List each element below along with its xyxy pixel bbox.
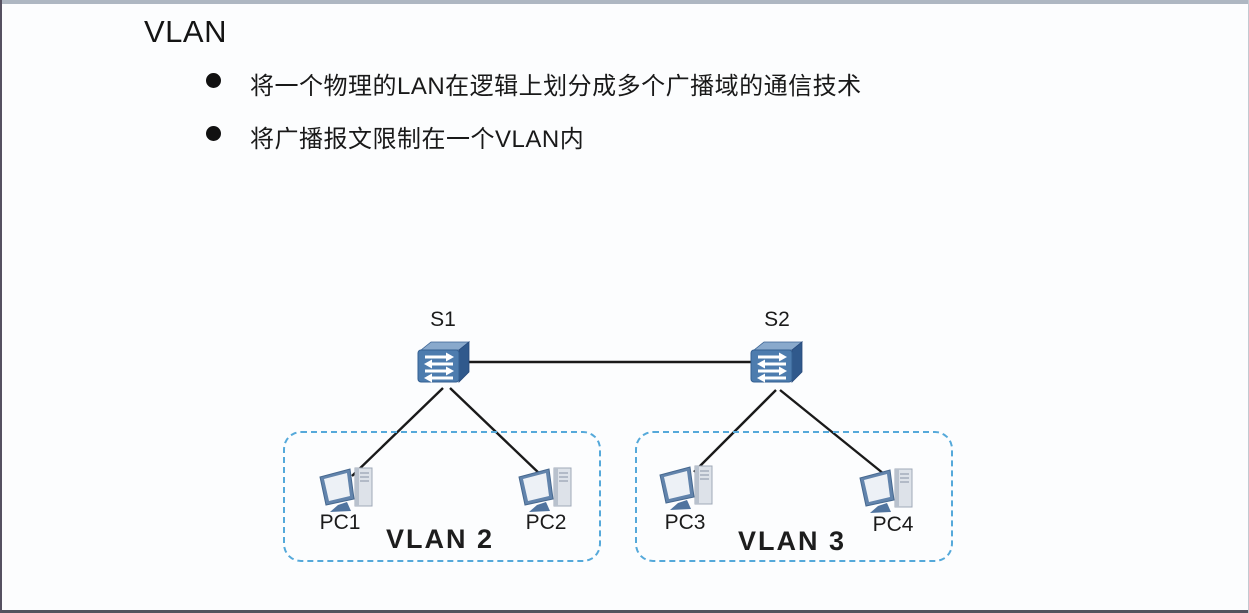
bullet-dot-icon bbox=[206, 73, 221, 88]
bullet-text: 将一个物理的LAN在逻辑上划分成多个广播域的通信技术 bbox=[250, 73, 862, 100]
vlan2-boundary bbox=[283, 431, 601, 562]
pc-icon bbox=[319, 467, 373, 512]
switch-s1-label: S1 bbox=[430, 308, 456, 331]
switch-s2-label: S2 bbox=[764, 308, 790, 331]
pc4-label: PC4 bbox=[872, 513, 914, 536]
bottom-border-strip bbox=[0, 610, 1249, 613]
pc-icon bbox=[518, 467, 572, 512]
vlan2-label: VLAN 2 bbox=[385, 524, 495, 554]
page-title: VLAN bbox=[144, 14, 227, 49]
switch-icon bbox=[750, 341, 804, 383]
left-border-strip bbox=[0, 0, 2, 613]
pc3-label: PC3 bbox=[664, 511, 706, 534]
bullet-item: 将广播报文限制在一个VLAN内 bbox=[206, 119, 584, 154]
bullet-dot-icon bbox=[206, 126, 221, 141]
vlan3-label: VLAN 3 bbox=[737, 526, 847, 556]
bullet-text: 将广播报文限制在一个VLAN内 bbox=[250, 126, 585, 153]
pc-icon bbox=[859, 468, 913, 513]
pc-icon bbox=[659, 465, 713, 510]
switch-icon bbox=[417, 341, 471, 383]
bullet-item: 将一个物理的LAN在逻辑上划分成多个广播域的通信技术 bbox=[206, 66, 862, 101]
vlan3-boundary bbox=[635, 431, 953, 562]
pc1-label: PC1 bbox=[319, 511, 361, 534]
pc2-label: PC2 bbox=[525, 511, 567, 534]
top-border-strip bbox=[0, 0, 1249, 4]
